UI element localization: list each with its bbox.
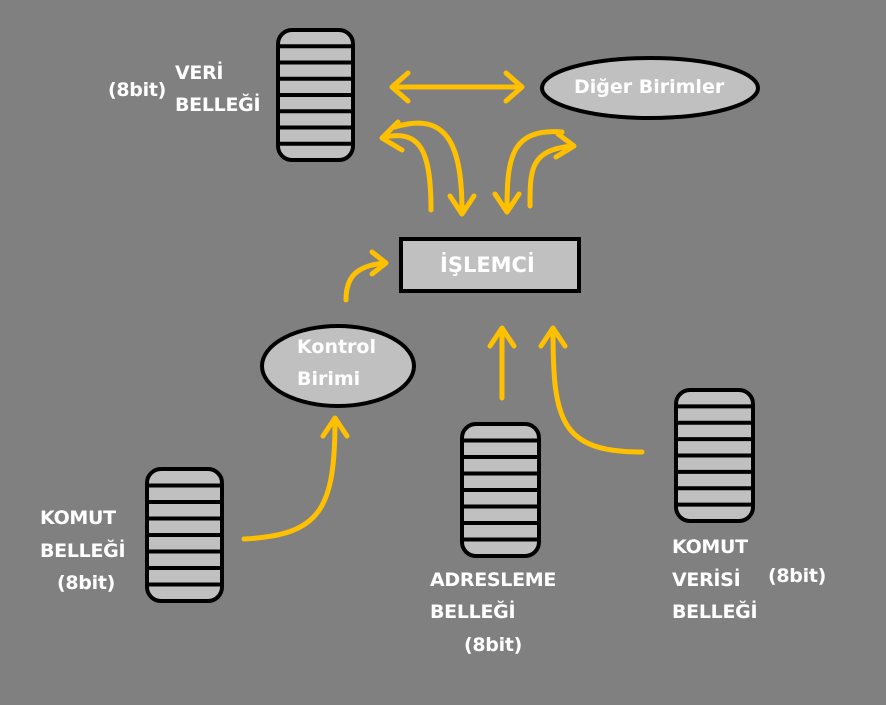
memory-cell-divider xyxy=(149,582,220,587)
memory-cell-divider xyxy=(149,566,220,570)
memory-cell-divider xyxy=(149,549,220,554)
control-to-processor-arrow xyxy=(343,249,389,303)
instruction-data-memory-bits: (8bit) xyxy=(768,565,826,587)
processor-box xyxy=(399,237,581,293)
addressing-memory-bits: (8bit) xyxy=(464,634,522,656)
instruction-to-control-arrow xyxy=(241,415,350,542)
memory-cell-divider xyxy=(678,469,751,474)
data-memory-label-line2: BELLEĞİ xyxy=(175,94,261,116)
data-memory-stack xyxy=(276,28,355,162)
memory-cell-divider xyxy=(280,76,351,81)
memory-cell-divider xyxy=(280,141,351,146)
memory-cell-divider xyxy=(149,483,220,488)
control-unit-label-line2: Birimi xyxy=(297,368,361,390)
control-unit-label-line1: Kontrol xyxy=(297,336,376,358)
memory-cell-divider xyxy=(464,537,537,542)
memory-cell-divider xyxy=(464,438,537,443)
memory-cell-divider xyxy=(149,533,220,537)
addressing-to-processor-arrow xyxy=(487,325,517,401)
data-to-processor-arrow xyxy=(392,120,477,217)
memory-cell-divider xyxy=(678,486,751,491)
memory-cell-divider xyxy=(464,504,537,509)
processor-to-data-arrow xyxy=(379,119,434,213)
instruction-data-memory-label-line3: BELLEĞİ xyxy=(672,601,758,623)
memory-cell-divider xyxy=(464,521,537,525)
memory-cell-divider xyxy=(464,471,537,476)
memory-cell-divider xyxy=(464,455,537,459)
memory-cell-divider xyxy=(678,437,751,442)
other-units-ellipse xyxy=(540,56,760,120)
memory-cell-divider xyxy=(678,453,751,458)
control-unit-ellipse xyxy=(260,324,416,408)
data-memory-label-line1: VERİ xyxy=(175,62,224,84)
memory-cell-divider xyxy=(280,60,351,65)
instruction-data-memory-stack xyxy=(674,388,755,523)
memory-cell-divider xyxy=(149,500,220,504)
addressing-memory-label-line1: ADRESLEME xyxy=(430,569,557,591)
memory-cell-divider xyxy=(464,488,537,492)
memory-cell-divider xyxy=(149,516,220,521)
instruction-memory-bits: (8bit) xyxy=(57,572,115,594)
data-bus-double-arrow xyxy=(389,70,525,104)
instruction-data-memory-label-line2: VERİSİ xyxy=(672,569,741,591)
other-units-label: Diğer Birimler xyxy=(574,76,725,98)
memory-cell-divider xyxy=(678,420,751,425)
memory-cell-divider xyxy=(280,44,351,49)
memory-cell-divider xyxy=(678,502,751,507)
addressing-memory-label-line2: BELLEĞİ xyxy=(430,601,516,623)
memory-cell-divider xyxy=(280,109,351,114)
instruction-data-memory-label-line1: KOMUT xyxy=(672,536,748,558)
data-memory-bits: (8bit) xyxy=(108,79,166,101)
memory-cell-divider xyxy=(280,125,351,130)
instruction-memory-label-line2: BELLEĞİ xyxy=(40,540,126,562)
other-to-processor-arrow xyxy=(492,129,565,215)
memory-cell-divider xyxy=(678,404,751,409)
processor-label: İŞLEMCİ xyxy=(440,253,535,277)
memory-cell-divider xyxy=(280,93,351,97)
processor-to-other-arrow xyxy=(527,131,577,209)
addressing-memory-stack xyxy=(460,422,541,558)
instruction-memory-label-line1: KOMUT xyxy=(40,507,116,529)
instruction-data-to-processor-arrow xyxy=(538,325,645,455)
instruction-memory-stack xyxy=(145,467,224,603)
